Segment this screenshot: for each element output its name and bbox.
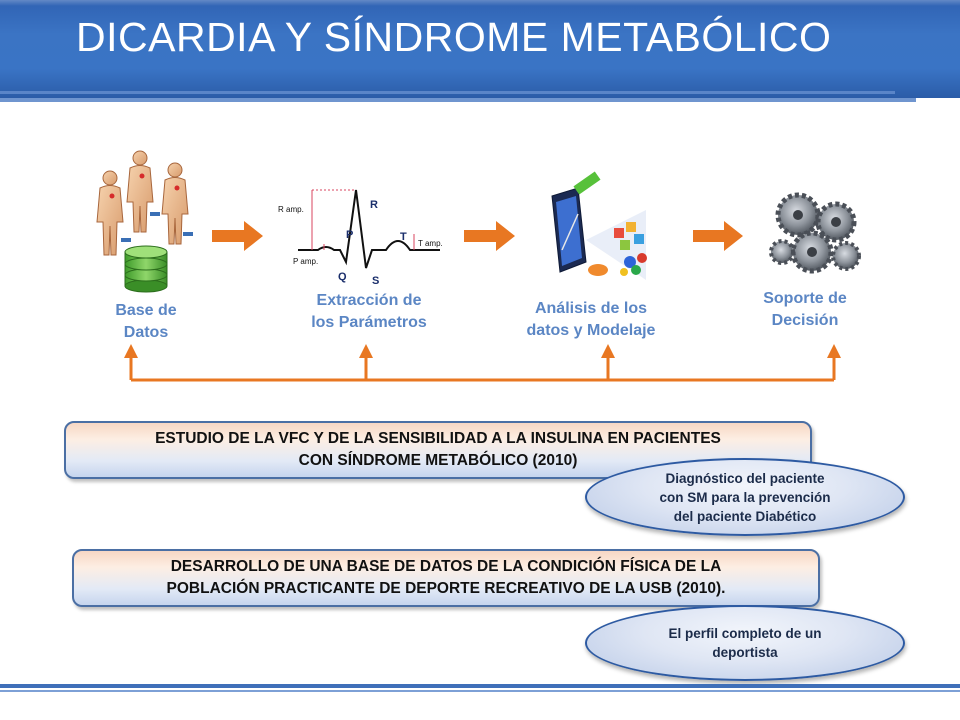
screen-graph (561, 213, 579, 251)
data-cube (634, 234, 644, 244)
data-sphere (631, 265, 641, 275)
title-underline-inner (0, 91, 895, 94)
person-figure (96, 170, 124, 256)
step-label-extraction: Extracción de los Parámetros (289, 290, 449, 334)
project-banner-usb: DESARROLLO DE UNA BASE DE DATOS DE LA CO… (72, 549, 820, 607)
step-label-line: Análisis de los (534, 300, 648, 317)
data-blob (588, 264, 608, 276)
ecg-r-label: R (370, 199, 378, 211)
page-title: DICARDIA Y SÍNDROME METABÓLICO (76, 14, 832, 60)
banner-line: ESTUDIO DE LA VFC Y DE LA SENSIBILIDAD A… (155, 430, 721, 447)
footer-line-thin (0, 690, 960, 692)
flow-arrow (212, 221, 263, 251)
database-cylinder (124, 245, 168, 293)
banner-line: POBLACIÓN PRACTICANTE DE DEPORTE RECREAT… (166, 580, 726, 597)
step-label-line: datos y Modelaje (526, 322, 656, 339)
outcome-line: deportista (712, 645, 778, 660)
ecg-line (298, 189, 440, 269)
outcome-ellipse-usb: El perfil completo de un deportista (585, 605, 905, 681)
step-label-line: Decisión (771, 312, 839, 329)
heart-dot (139, 173, 145, 179)
outcome-line: El perfil completo de un (668, 626, 822, 641)
person-figure (161, 162, 189, 245)
outcome-line: Diagnóstico del paciente (665, 470, 825, 486)
step-label-analysis: Análisis de los datos y Modelaje (505, 298, 677, 342)
link-bar (150, 212, 160, 216)
outcome-line: con SM para la prevención (659, 489, 831, 505)
ecg-p-label: P (346, 229, 353, 241)
footer-line (0, 684, 960, 688)
ecg-p-amp-label: P amp. (293, 257, 318, 266)
link-bar (183, 232, 193, 236)
gear-hub (831, 217, 841, 227)
gear-hub (807, 247, 817, 257)
step-label-database: Base de Datos (96, 300, 196, 344)
people-database-icon (96, 150, 193, 293)
step-label-line: los Parámetros (311, 314, 427, 331)
title-underline (0, 98, 916, 102)
title-shine (0, 0, 960, 6)
outcome-line: del paciente Diabético (673, 508, 817, 524)
step-label-line: Datos (123, 324, 169, 341)
gear (769, 239, 795, 265)
data-cube (614, 228, 624, 238)
banner-line: CON SÍNDROME METABÓLICO (2010) (298, 452, 578, 469)
heart-dot (174, 185, 180, 191)
feedback-arrowhead (601, 344, 615, 358)
step-label-line: Soporte de (763, 290, 847, 307)
banner-line: DESARROLLO DE UNA BASE DE DATOS DE LA CO… (170, 558, 722, 575)
ecg-waveform-icon: R amp. P amp. T amp. R P Q S T (278, 189, 443, 287)
step-label-decision: Soporte de Decisión (740, 288, 870, 332)
link-bar (121, 238, 131, 242)
gears-icon (768, 186, 862, 280)
ecg-r-amp-label: R amp. (278, 205, 304, 214)
flow-arrow (464, 221, 515, 251)
data-cube (626, 222, 636, 232)
data-cube (620, 240, 630, 250)
data-sphere (620, 268, 628, 276)
gear-hub (793, 210, 803, 220)
data-sphere (624, 256, 636, 268)
ecg-t-amp-label: T amp. (418, 239, 443, 248)
outcome-ellipse-vfc: Diagnóstico del paciente con SM para la … (585, 458, 905, 536)
data-analysis-icon (551, 171, 647, 280)
data-bar (573, 171, 601, 195)
step-label-line: Base de (115, 302, 177, 319)
person-figure (126, 150, 154, 233)
ecg-s-label: S (372, 275, 379, 287)
ecg-q-label: Q (338, 271, 347, 283)
gear (831, 241, 861, 271)
feedback-arrowhead (124, 344, 138, 358)
feedback-arrowhead (359, 344, 373, 358)
feedback-arrowhead (827, 344, 841, 358)
flow-arrow (693, 221, 743, 251)
title-bar (0, 0, 960, 98)
heart-dot (109, 193, 115, 199)
data-sphere (637, 253, 647, 263)
step-label-line: Extracción de (316, 292, 422, 309)
ecg-t-label: T (400, 231, 407, 243)
